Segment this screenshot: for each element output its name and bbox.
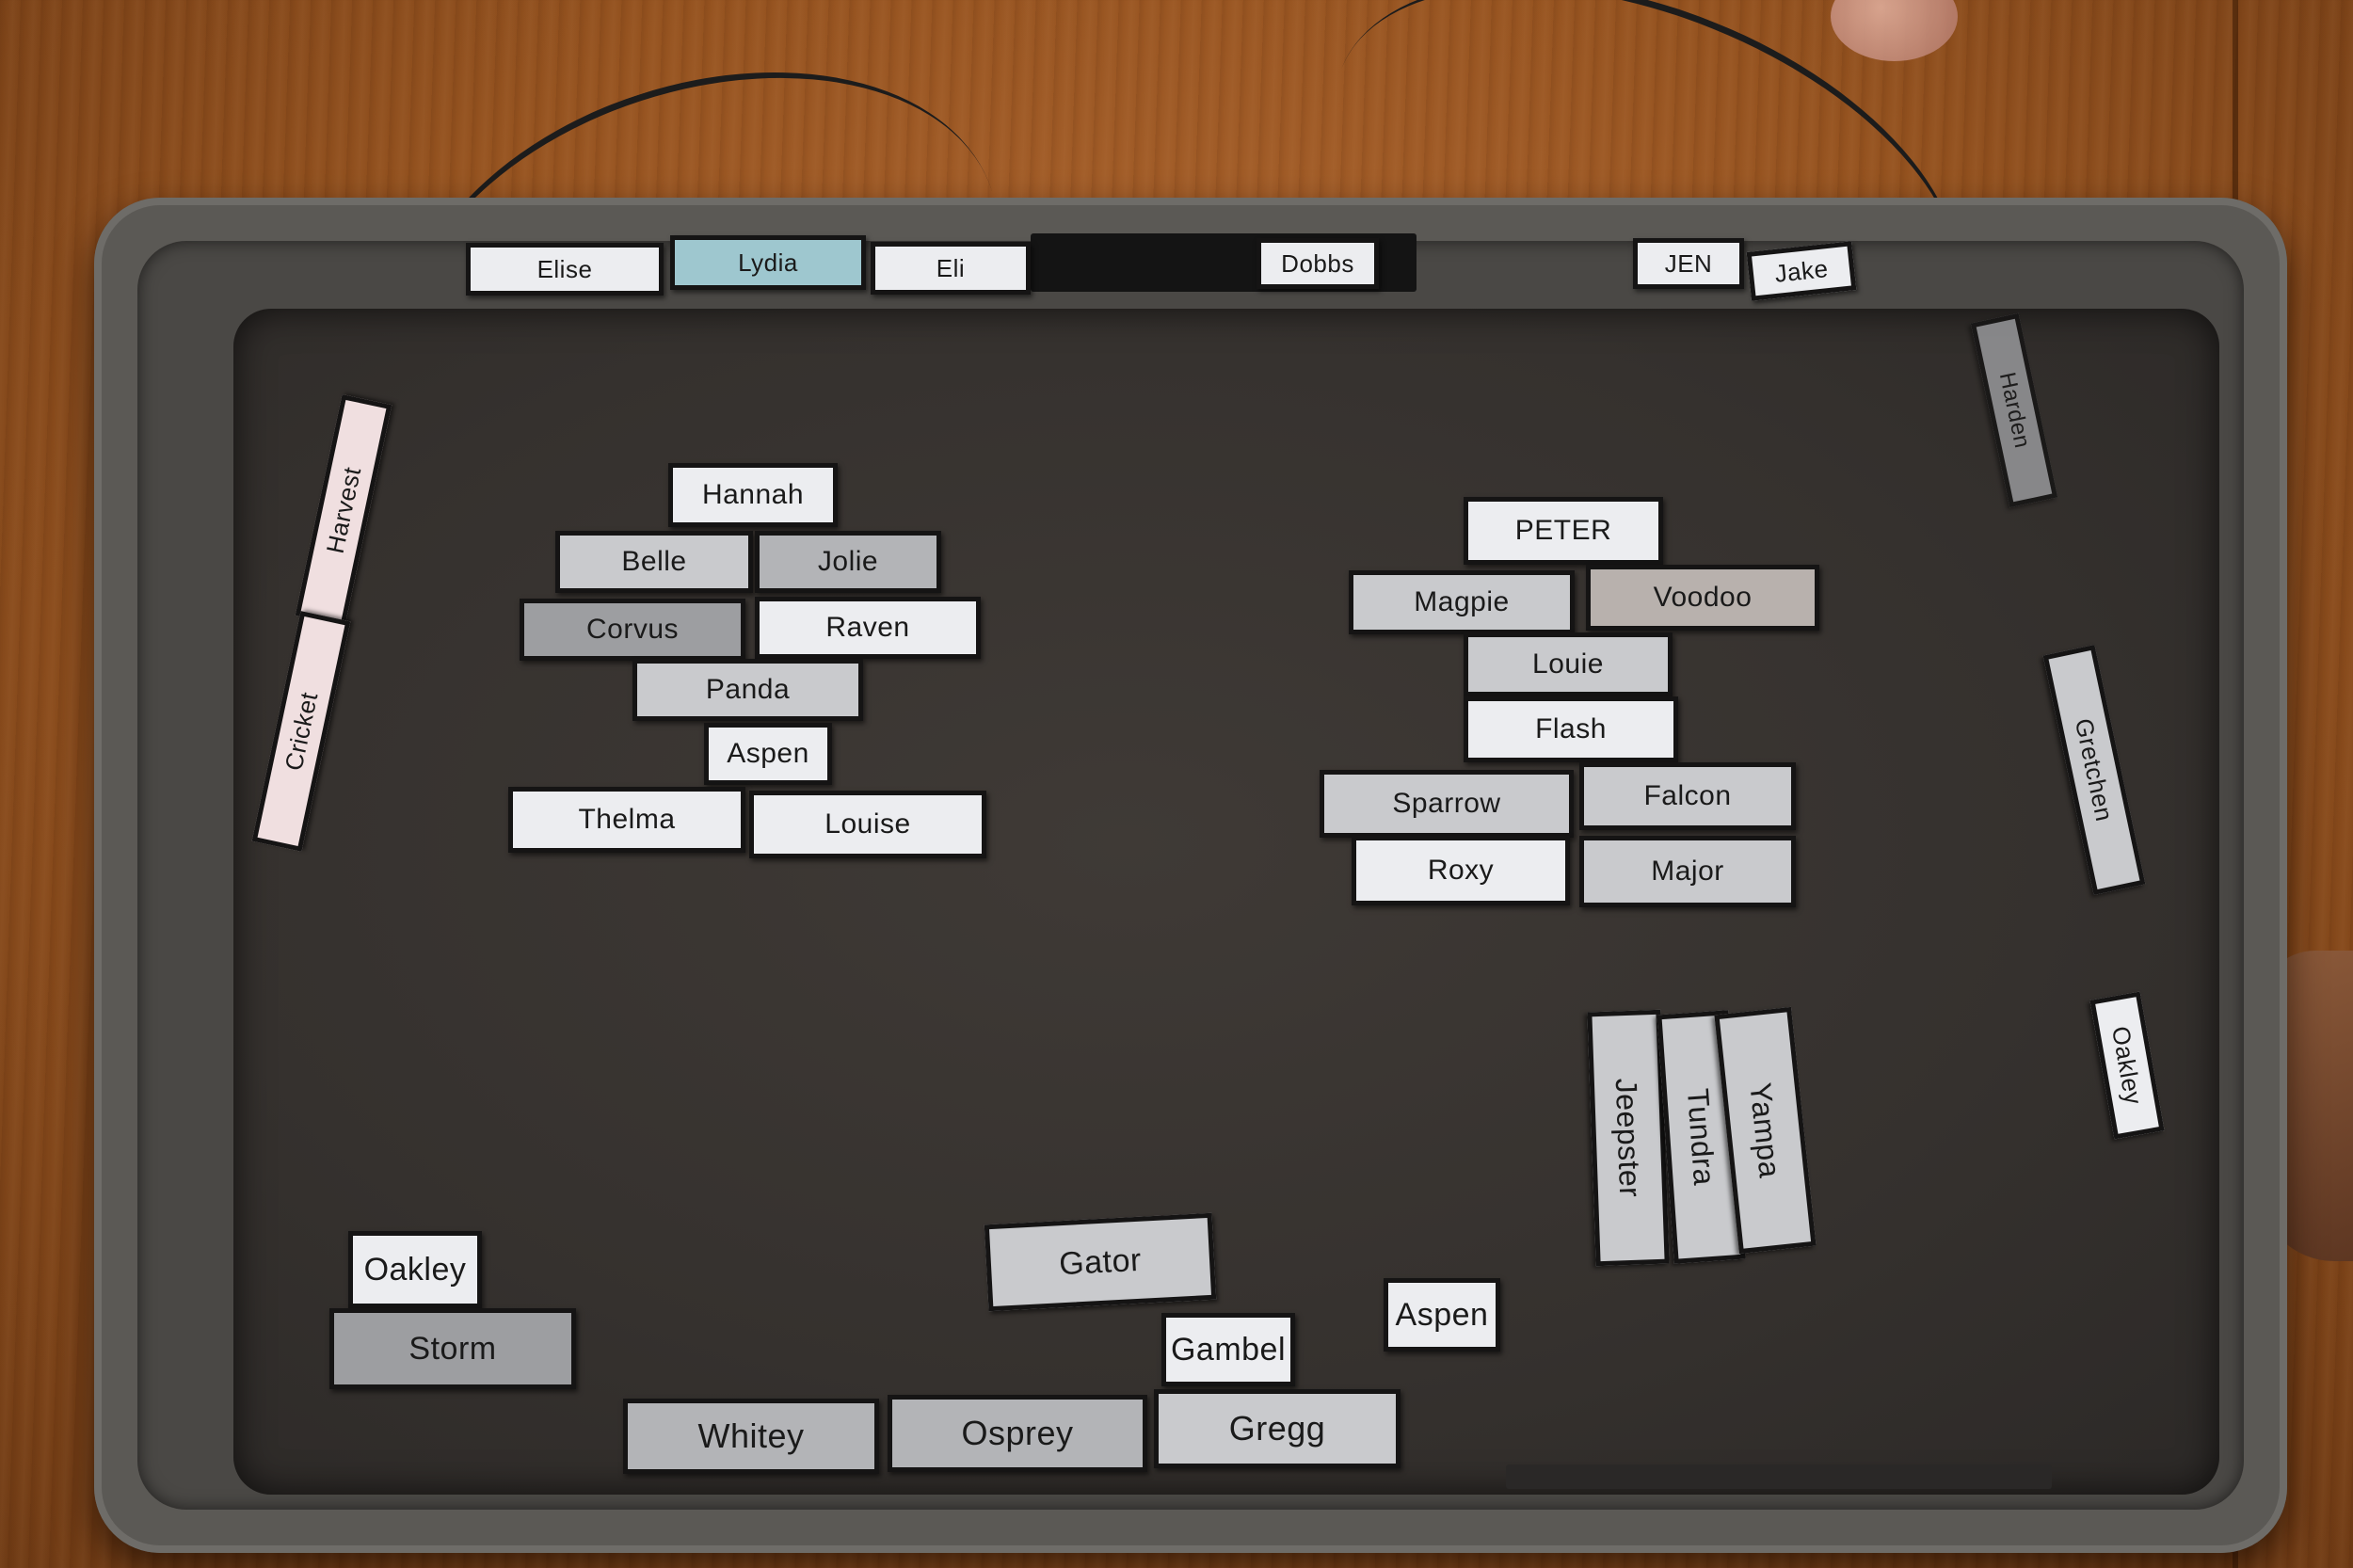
magnet-label: Jolie <box>817 546 879 577</box>
magnet-label: Harden <box>1993 370 2036 451</box>
magnet: Louise <box>749 791 986 858</box>
magnet-label: Lydia <box>738 248 798 277</box>
magnet-label: Flash <box>1535 713 1607 744</box>
magnet: Aspen <box>704 723 832 785</box>
magnet-label: Voodoo <box>1653 582 1753 613</box>
magnet-label: Falcon <box>1643 780 1732 811</box>
magnet: Elise <box>466 243 664 296</box>
tray-floor <box>233 309 2219 1495</box>
magnet-label: Harvest <box>320 464 366 556</box>
magnet-label: Sparrow <box>1392 788 1501 819</box>
magnet-label: Panda <box>705 674 791 705</box>
magnet: Corvus <box>520 599 745 661</box>
magnet: Storm <box>329 1308 576 1389</box>
magnet-label: Tundra <box>1681 1087 1722 1187</box>
magnet-label: Yampa <box>1743 1080 1788 1180</box>
magnet-label: Corvus <box>585 614 680 645</box>
magnet: Osprey <box>888 1395 1147 1472</box>
magnet: Magpie <box>1349 570 1575 634</box>
magnet-label: Belle <box>621 546 687 577</box>
magnet-label: Louise <box>824 808 911 840</box>
magnet: Dobbs <box>1257 238 1379 289</box>
magnet-label: Aspen <box>727 738 809 769</box>
magnet: Roxy <box>1352 836 1570 905</box>
magnet-label: Gretchen <box>2070 715 2120 824</box>
magnet-label: Oakley <box>2106 1023 2149 1107</box>
magnet-label: Gambel <box>1170 1331 1287 1368</box>
magnet-label: Louie <box>1532 648 1604 680</box>
magnet-label: Roxy <box>1427 855 1495 886</box>
magnet: Gregg <box>1154 1389 1401 1468</box>
bottom-edge-strip <box>1506 1464 2052 1489</box>
magnet-label: JEN <box>1664 248 1713 278</box>
magnet: Lydia <box>670 235 866 290</box>
magnet-label: Thelma <box>578 804 676 835</box>
magnet: Voodoo <box>1586 565 1819 631</box>
magnet-label: Dobbs <box>1281 248 1354 278</box>
magnet-label: Aspen <box>1395 1296 1489 1333</box>
magnet: JEN <box>1633 238 1744 289</box>
magnet-label: Oakley <box>363 1251 467 1288</box>
magnet-label: Elise <box>536 254 593 283</box>
magnet-label: Whitey <box>697 1416 805 1455</box>
magnet: Raven <box>755 597 981 659</box>
magnet: Louie <box>1464 632 1673 696</box>
magnet-label: Major <box>1651 856 1724 887</box>
magnet-label: Jeepster <box>1609 1078 1648 1198</box>
magnet-label: Jake <box>1773 253 1830 288</box>
magnet: PETER <box>1464 497 1663 565</box>
magnet: Oakley <box>348 1231 482 1308</box>
magnet: Whitey <box>623 1399 879 1474</box>
magnet-label: Raven <box>825 612 910 643</box>
magnet-label: Osprey <box>961 1414 1074 1452</box>
magnet: Major <box>1579 836 1796 907</box>
magnet: Gator <box>984 1212 1217 1312</box>
magnet-label: Storm <box>408 1330 497 1367</box>
magnet: Aspen <box>1384 1278 1500 1352</box>
magnet-label: Gator <box>1058 1241 1143 1282</box>
magnet: Hannah <box>668 463 838 527</box>
magnet-label: PETER <box>1514 515 1612 546</box>
magnet: Sparrow <box>1320 770 1574 838</box>
magnet-label: Hannah <box>701 479 805 510</box>
magnet: Eli <box>871 242 1031 295</box>
magnet-label: Eli <box>936 253 966 282</box>
magnet-label: Magpie <box>1414 586 1510 617</box>
magnet: Panda <box>632 659 863 721</box>
magnet-label: Gregg <box>1228 1409 1326 1448</box>
magnet: Gambel <box>1161 1313 1295 1386</box>
magnet: Thelma <box>508 787 745 853</box>
magnet: Falcon <box>1579 762 1796 830</box>
magnet: Flash <box>1464 696 1678 762</box>
magnet: Jeepster <box>1587 1009 1670 1267</box>
magnet: Belle <box>555 531 753 593</box>
magnet: Jolie <box>755 531 941 593</box>
magnet-label: Cricket <box>279 689 323 774</box>
